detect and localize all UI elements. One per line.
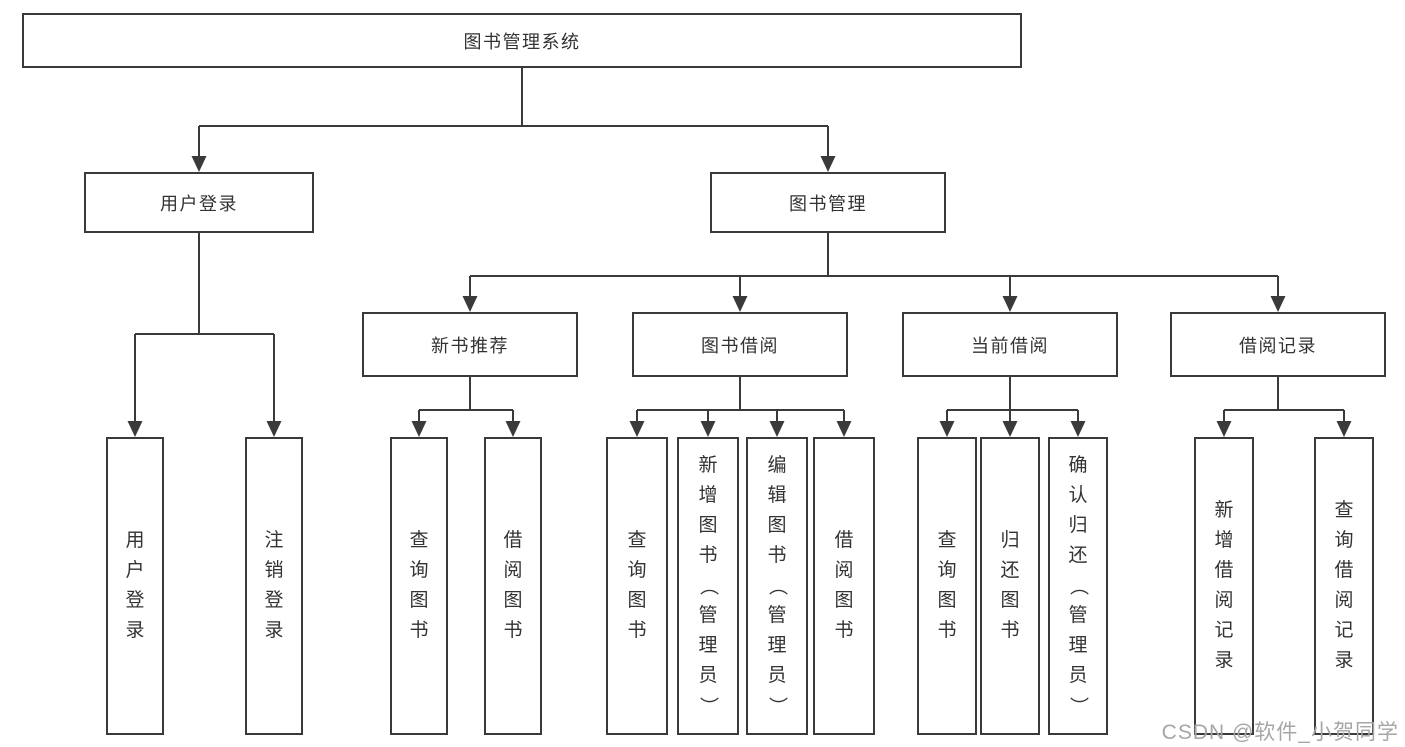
leaf-borrow-books-recommend: 借阅图书: [484, 437, 542, 735]
node-new-book-recommendation-label: 新书推荐: [431, 335, 509, 356]
node-user-login-label: 用户登录: [160, 193, 238, 214]
node-book-management: 图书管理: [710, 172, 946, 233]
node-user-login: 用户登录: [84, 172, 314, 233]
connector-segments: [134, 68, 1345, 425]
leaf-query-books-recommend: 查询图书: [390, 437, 448, 735]
leaf-query-books-recommend-label: 查询图书: [409, 530, 429, 641]
arrowheads: [127, 156, 1352, 437]
leaf-return-books: 归还图书: [980, 437, 1040, 735]
leaf-return-books-label: 归还图书: [1000, 530, 1020, 641]
leaf-add-book-admin-label: 新增图书（管理员）: [697, 455, 719, 716]
leaf-query-books-borrowing: 查询图书: [606, 437, 668, 735]
leaf-user-login: 用户登录: [106, 437, 164, 735]
leaf-query-borrow-record: 查询借阅记录: [1314, 437, 1374, 735]
node-borrowing-records-label: 借阅记录: [1239, 335, 1317, 356]
leaf-edit-book-admin-label: 编辑图书（管理员）: [766, 455, 788, 716]
leaf-add-borrow-record: 新增借阅记录: [1194, 437, 1254, 735]
node-book-management-label: 图书管理: [789, 193, 867, 214]
node-borrowing-records: 借阅记录: [1170, 312, 1386, 377]
leaf-logout-label: 注销登录: [264, 530, 284, 641]
leaf-borrow-books-recommend-label: 借阅图书: [503, 530, 523, 641]
leaf-query-borrow-record-label: 查询借阅记录: [1334, 500, 1354, 671]
leaf-add-book-admin: 新增图书（管理员）: [677, 437, 739, 735]
leaf-query-books-current-label: 查询图书: [937, 530, 957, 641]
watermark: CSDN @软件_小贺同学: [1161, 721, 1399, 744]
node-book-borrowing: 图书借阅: [632, 312, 848, 377]
node-root: 图书管理系统: [22, 13, 1022, 68]
leaf-add-borrow-record-label: 新增借阅记录: [1214, 500, 1234, 671]
node-current-borrowing: 当前借阅: [902, 312, 1118, 377]
leaf-confirm-return-admin-label: 确认归还（管理员）: [1067, 455, 1089, 716]
node-book-borrowing-label: 图书借阅: [701, 335, 779, 356]
leaf-query-books-current: 查询图书: [917, 437, 977, 735]
leaf-confirm-return-admin: 确认归还（管理员）: [1048, 437, 1108, 735]
leaf-borrow-books-borrowing-label: 借阅图书: [834, 530, 854, 641]
leaf-borrow-books-borrowing: 借阅图书: [813, 437, 875, 735]
leaf-query-books-borrowing-label: 查询图书: [627, 530, 647, 641]
node-current-borrowing-label: 当前借阅: [971, 335, 1049, 356]
node-new-book-recommendation: 新书推荐: [362, 312, 578, 377]
leaf-user-login-label: 用户登录: [125, 530, 145, 641]
leaf-logout: 注销登录: [245, 437, 303, 735]
node-root-label: 图书管理系统: [463, 31, 581, 52]
leaf-edit-book-admin: 编辑图书（管理员）: [746, 437, 808, 735]
